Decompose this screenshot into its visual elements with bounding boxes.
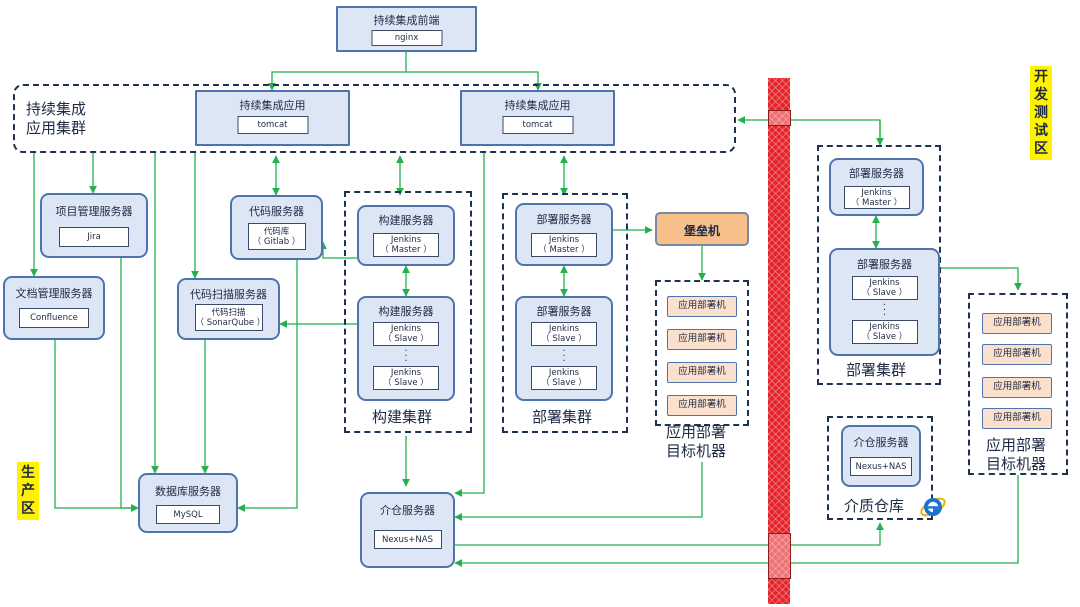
jira-label: Jira [59, 227, 129, 247]
deploy-targets-dev-group [968, 293, 1068, 475]
deploy-master-server-dev[interactable]: 部署服务器 Jenkins（ Master ） [829, 158, 924, 216]
jenkins-slave-label: Jenkins（ Slave ） [531, 322, 597, 346]
ellipsis-dots: ··· [882, 300, 887, 321]
gitlab-label: 代码库（ Gitlab ） [247, 223, 306, 250]
jenkins-slave-label: Jenkins（ Slave ） [531, 366, 597, 390]
nginx-label: nginx [371, 30, 442, 46]
ellipsis-dots: ··· [562, 346, 566, 367]
firewall-port-upper [768, 110, 791, 126]
ci-app-node-1[interactable]: 持续集成应用 tomcat [195, 90, 350, 146]
build-master-server[interactable]: 构建服务器 Jenkins（ Master ） [357, 205, 455, 266]
jenkins-master-label: Jenkins（ Master ） [531, 233, 597, 257]
deploy-machine[interactable]: 应用部署机 [667, 395, 737, 416]
firewall-wall-icon [768, 78, 790, 604]
build-cluster-label: 构建集群 [372, 408, 433, 426]
jenkins-slave-label: Jenkins（ Slave ） [851, 276, 918, 300]
server-title: 部署服务器 [857, 258, 912, 271]
sonarqube-label: 代码扫描（ SonarQube ） [194, 304, 265, 331]
bastion-title: 堡垒机 [683, 224, 720, 238]
deploy-machine[interactable]: 应用部署机 [667, 329, 737, 350]
firewall-port-lower [768, 533, 791, 579]
internet-explorer-icon [920, 497, 946, 517]
deploy-targets-prod-group [655, 280, 749, 426]
server-title: 部署服务器 [536, 305, 592, 318]
deploy-machine[interactable]: 应用部署机 [982, 377, 1052, 398]
ci-app-cluster-group [13, 84, 736, 153]
ci-frontend-node[interactable]: 持续集成前端 nginx [336, 6, 477, 52]
server-title: 数据库服务器 [155, 485, 221, 498]
deploy-targets-dev-label: 应用部署目标机器 [986, 436, 1047, 473]
nexus-nas-label: Nexus+NAS [373, 530, 442, 549]
server-title: 构建服务器 [378, 305, 434, 318]
server-title: 部署服务器 [536, 213, 592, 226]
deploy-cluster-dev-label: 部署集群 [846, 361, 907, 379]
confluence-label: Confluence [19, 308, 89, 328]
deploy-cluster-dev-group [817, 145, 941, 385]
doc-mgmt-server[interactable]: 文档管理服务器 Confluence [3, 276, 105, 340]
build-slave-server[interactable]: 构建服务器 Jenkins（ Slave ） ··· Jenkins（ Slav… [357, 296, 455, 401]
code-server[interactable]: 代码服务器 代码库（ Gitlab ） [230, 195, 323, 260]
production-zone-label: 生产区 [17, 462, 39, 520]
project-mgmt-server[interactable]: 项目管理服务器 Jira [40, 193, 148, 258]
deploy-cluster-prod-label: 部署集群 [532, 408, 593, 426]
jenkins-slave-label: Jenkins（ Slave ） [851, 320, 918, 344]
database-server[interactable]: 数据库服务器 MySQL [138, 473, 238, 533]
mysql-label: MySQL [156, 505, 220, 524]
deploy-slave-server-prod[interactable]: 部署服务器 Jenkins（ Slave ） ··· Jenkins（ Slav… [515, 296, 613, 401]
nexus-nas-label: Nexus+NAS [850, 457, 912, 476]
media-repo-server[interactable]: 介仓服务器 Nexus+NAS [841, 425, 921, 487]
server-title: 文档管理服务器 [15, 287, 93, 300]
build-cluster-group [344, 191, 472, 433]
jenkins-slave-label: Jenkins（ Slave ） [373, 366, 439, 390]
code-scan-server[interactable]: 代码扫描服务器 代码扫描（ SonarQube ） [177, 278, 280, 340]
ci-frontend-title: 持续集成前端 [373, 14, 440, 27]
media-repo-group [827, 416, 933, 520]
deploy-slave-server-dev[interactable]: 部署服务器 Jenkins（ Slave ） ··· Jenkins（ Slav… [829, 248, 940, 356]
ci-app-cluster-label: 持续集成应用集群 [26, 100, 87, 137]
ci-app-node-2[interactable]: 持续集成应用 tomcat [460, 90, 615, 146]
jenkins-slave-label: Jenkins（ Slave ） [373, 322, 439, 346]
server-title: 代码扫描服务器 [190, 288, 267, 301]
server-title: 介仓服务器 [380, 504, 435, 517]
artifact-server-prod[interactable]: 介仓服务器 Nexus+NAS [360, 492, 455, 568]
jenkins-master-label: Jenkins（ Master ） [843, 186, 910, 209]
server-title: 介仓服务器 [853, 436, 909, 449]
server-title: 部署服务器 [849, 167, 904, 180]
server-title: 代码服务器 [249, 205, 304, 218]
tomcat-label: tomcat [502, 116, 573, 134]
media-repo-label: 介质仓库 [844, 497, 905, 515]
tomcat-label: tomcat [237, 116, 308, 134]
ci-app-title: 持续集成应用 [504, 99, 571, 112]
server-title: 构建服务器 [378, 214, 434, 227]
ci-app-title: 持续集成应用 [239, 99, 306, 112]
deploy-machine[interactable]: 应用部署机 [982, 344, 1052, 365]
ellipsis-dots: ··· [404, 346, 408, 367]
deploy-master-server-prod[interactable]: 部署服务器 Jenkins（ Master ） [515, 203, 613, 266]
server-title: 项目管理服务器 [55, 205, 133, 218]
bastion-host[interactable]: 堡垒机 [655, 212, 749, 246]
deploy-targets-prod-label: 应用部署目标机器 [666, 423, 727, 460]
dev-test-zone-label: 开发测试区 [1030, 66, 1052, 160]
jenkins-master-label: Jenkins（ Master ） [373, 233, 439, 257]
deploy-machine[interactable]: 应用部署机 [982, 408, 1052, 429]
deploy-machine[interactable]: 应用部署机 [667, 362, 737, 383]
deploy-machine[interactable]: 应用部署机 [982, 313, 1052, 334]
deploy-machine[interactable]: 应用部署机 [667, 296, 737, 317]
